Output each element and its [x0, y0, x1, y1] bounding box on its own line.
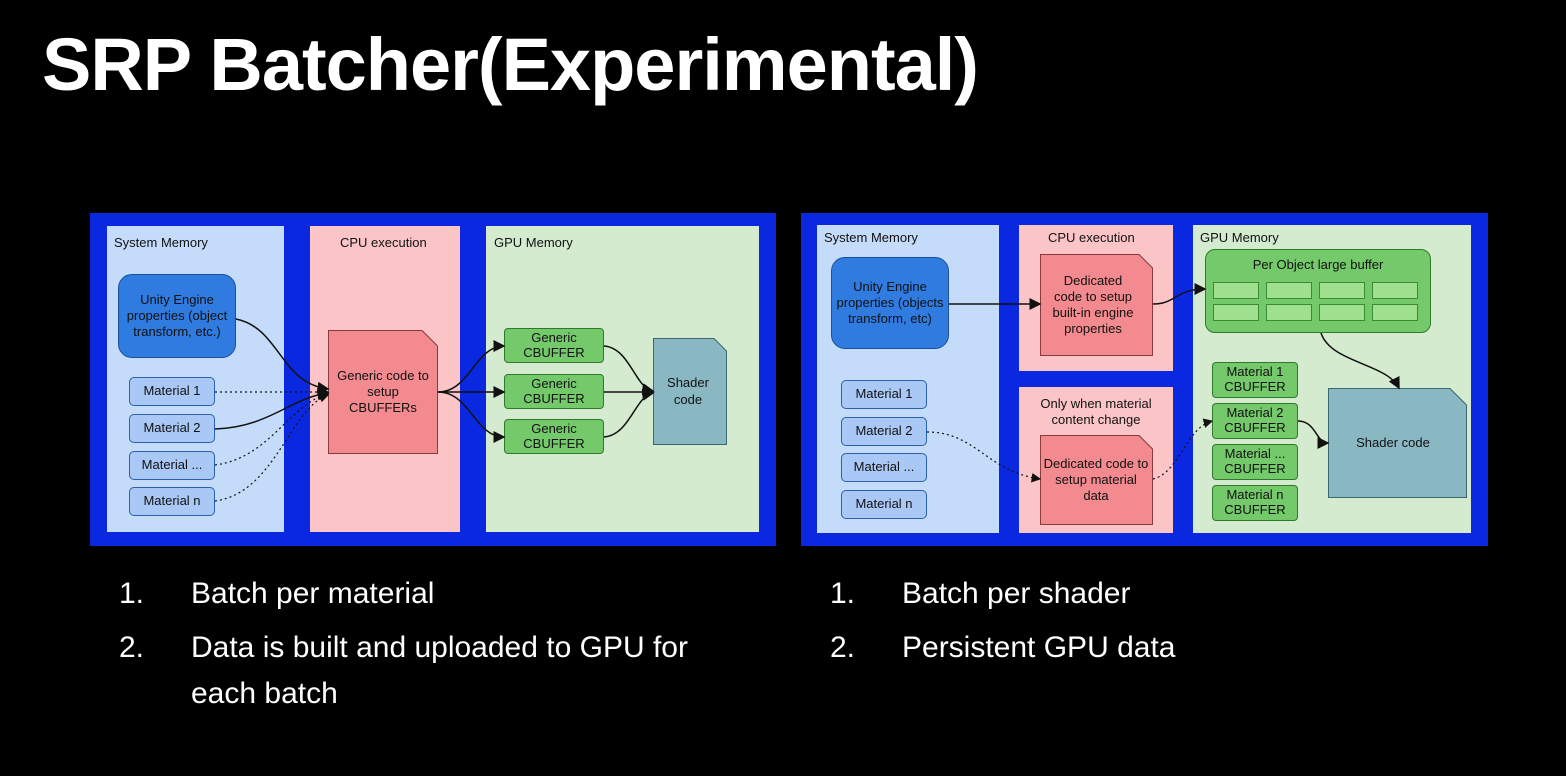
unity-engine-properties: Unity Engine properties (object transfor… [118, 274, 236, 358]
list-text: Batch per shader [902, 577, 1131, 610]
shader-shape [653, 338, 727, 445]
shader-code: Shader code [1356, 434, 1430, 450]
buffer-cell [1213, 282, 1259, 299]
right-diagram: System Memory CPU execution GPU Memory U… [801, 213, 1488, 546]
list-number: 1. [830, 577, 856, 610]
material-2: Material 2 [841, 417, 927, 446]
system-memory-label: System Memory [824, 230, 918, 245]
material-ellipsis: Material ... [841, 453, 927, 482]
buffer-cell [1319, 282, 1365, 299]
gpu-memory-label: GPU Memory [494, 235, 573, 250]
unity-engine-properties: Unity Engine properties (objects transfo… [831, 257, 949, 349]
left-connectors [214, 318, 655, 502]
dedicated-material-code-shape [1040, 435, 1153, 525]
gpu-memory-label: GPU Memory [1200, 230, 1279, 245]
material-1-cbuffer: Material 1 CBUFFER [1212, 362, 1298, 398]
material-1: Material 1 [129, 377, 215, 406]
only-when-changed-label: Only when material content change [1040, 395, 1152, 427]
buffer-cell [1213, 304, 1259, 321]
per-object-label: Per Object large buffer [1252, 257, 1384, 272]
dedicated-engine-code-shape [1040, 254, 1153, 356]
generic-cbuffer-2: Generic CBUFFER [504, 374, 604, 409]
buffer-cell [1266, 304, 1312, 321]
list-text: Persistent GPU data [902, 631, 1176, 664]
material-2: Material 2 [129, 414, 215, 443]
list-number: 1. [119, 577, 145, 610]
list-text: each batch [191, 677, 338, 710]
list-number: 2. [830, 631, 856, 664]
material-2-cbuffer: Material 2 CBUFFER [1212, 403, 1298, 439]
generic-cbuffer-1: Generic CBUFFER [504, 328, 604, 363]
cpu-execution-label: CPU execution [1048, 230, 1135, 245]
cpu-execution-label: CPU execution [340, 235, 427, 250]
material-n: Material n [841, 490, 927, 519]
left-list: 1. Batch per material 2. Data is built a… [119, 570, 759, 720]
dedicated-material-code: Dedicated code to setup material data [1043, 455, 1149, 504]
material-ellipsis-cbuffer: Material ... CBUFFER [1212, 444, 1298, 480]
per-object-large-buffer: Per Object large buffer [1205, 249, 1431, 333]
generic-code-shape [328, 330, 438, 454]
material-n-cbuffer: Material n CBUFFER [1212, 485, 1298, 521]
right-connectors [926, 283, 1400, 483]
right-list: 1. Batch per shader 2. Persistent GPU da… [830, 570, 1470, 680]
shader-code: Shader code [667, 375, 709, 407]
buffer-cell [1319, 304, 1365, 321]
list-text: Data is built and uploaded to GPU for [191, 631, 688, 664]
list-text: Batch per material [191, 577, 435, 610]
generic-code: Generic code to setup CBUFFERs [337, 367, 429, 416]
material-1: Material 1 [841, 380, 927, 409]
list-number: 2. [119, 631, 145, 664]
material-ellipsis: Material ... [129, 451, 215, 480]
material-n: Material n [129, 487, 215, 516]
shader-shape [1328, 388, 1467, 498]
buffer-cell [1372, 282, 1418, 299]
page-title: SRP Batcher(Experimental) [42, 23, 979, 106]
dedicated-engine-code: Dedicated code to setup built-in engine … [1052, 272, 1134, 337]
system-memory-label: System Memory [114, 235, 208, 250]
buffer-cell [1266, 282, 1312, 299]
buffer-cell [1372, 304, 1418, 321]
left-diagram: System Memory CPU execution GPU Memory U… [90, 213, 776, 546]
